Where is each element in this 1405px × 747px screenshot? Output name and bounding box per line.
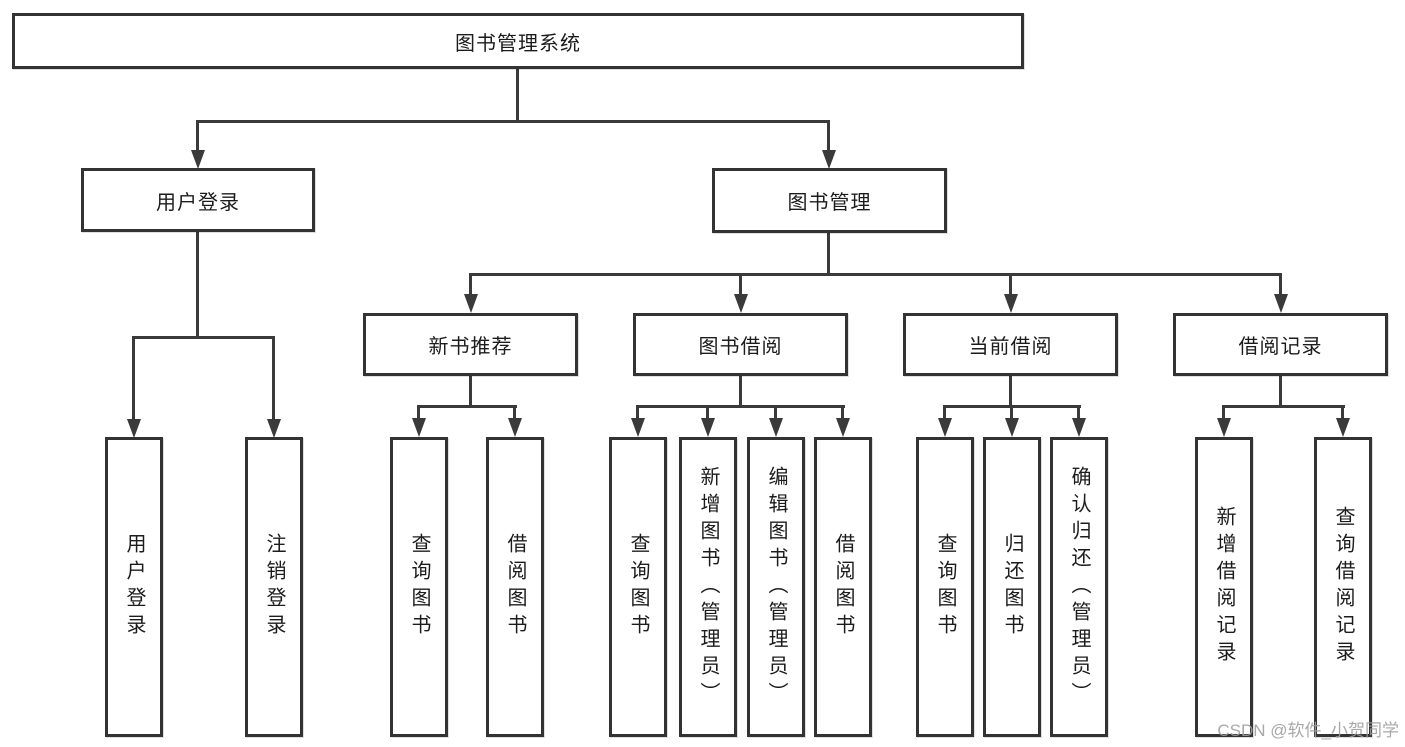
arrow-down-icon <box>636 405 639 418</box>
node-new-book-recommendation: 新书推荐 <box>363 313 578 376</box>
arrow-down-icon <box>272 336 275 419</box>
connector <box>132 336 275 339</box>
leaf-logout: 注销登录 <box>245 437 303 737</box>
leaf-borrow-books-2: 借阅图书 <box>814 437 872 737</box>
leaf-query-books-2: 查询图书 <box>609 437 667 737</box>
node-current-borrowing: 当前借阅 <box>903 313 1118 376</box>
arrow-down-icon <box>1077 405 1080 418</box>
arrow-down-icon <box>469 273 472 294</box>
arrow-down-icon <box>132 336 135 419</box>
leaf-user-login: 用户登录 <box>105 437 163 737</box>
leaf-query-borrow-record: 查询借阅记录 <box>1314 437 1372 737</box>
leaf-query-books-1: 查询图书 <box>390 437 448 737</box>
connector <box>196 120 830 123</box>
arrow-down-icon <box>827 120 830 150</box>
node-book-management: 图书管理 <box>712 168 947 233</box>
leaf-confirm-return-admin: 确认归还（管理员） <box>1050 437 1108 737</box>
connector <box>636 405 845 408</box>
arrow-down-icon <box>417 405 420 418</box>
leaf-add-books-admin: 新增图书（管理员） <box>679 437 737 737</box>
leaf-query-books-3: 查询图书 <box>916 437 974 737</box>
connector <box>739 375 742 405</box>
connector <box>1009 376 1012 405</box>
arrow-down-icon <box>739 273 742 294</box>
arrow-down-icon <box>196 120 199 150</box>
connector <box>469 376 472 405</box>
node-borrowing-records: 借阅记录 <box>1173 313 1388 376</box>
arrow-down-icon <box>1341 405 1344 418</box>
connector <box>417 405 517 408</box>
arrow-down-icon <box>943 405 946 418</box>
connector <box>827 233 830 273</box>
arrow-down-icon <box>1222 405 1225 418</box>
arrow-down-icon <box>1279 273 1282 294</box>
node-root-library-management-system: 图书管理系统 <box>12 13 1024 69</box>
arrow-down-icon <box>841 405 844 418</box>
connector <box>196 232 199 336</box>
connector <box>516 69 519 120</box>
arrow-down-icon <box>774 405 777 418</box>
watermark: CSDN @软件_小贺同学 <box>1217 721 1399 740</box>
node-user-login: 用户登录 <box>81 168 315 232</box>
arrow-down-icon <box>513 405 516 418</box>
connector <box>469 273 1281 276</box>
leaf-return-books: 归还图书 <box>983 437 1041 737</box>
arrow-down-icon <box>706 405 709 418</box>
connector <box>1222 405 1345 408</box>
node-book-borrowing: 图书借阅 <box>633 313 848 376</box>
connector <box>1279 376 1282 405</box>
leaf-add-borrow-record: 新增借阅记录 <box>1195 437 1253 737</box>
arrow-down-icon <box>1009 273 1012 294</box>
leaf-borrow-books-1: 借阅图书 <box>486 437 544 737</box>
arrow-down-icon <box>1010 405 1013 418</box>
leaf-edit-books-admin: 编辑图书（管理员） <box>747 437 805 737</box>
